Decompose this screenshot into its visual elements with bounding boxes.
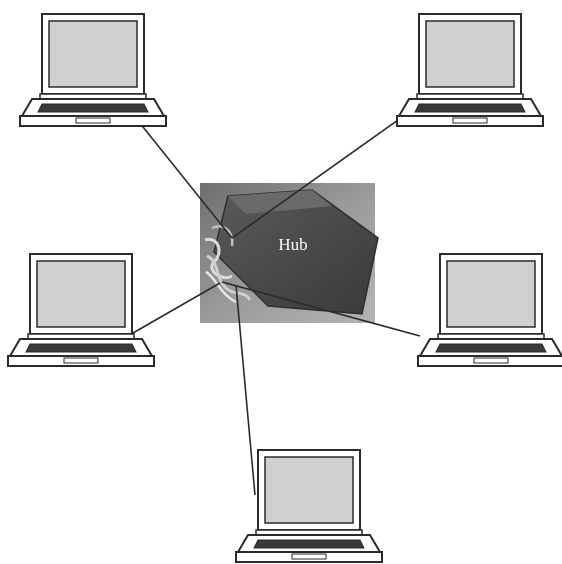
laptop-top-left: [20, 14, 166, 126]
laptop-middle-right: [418, 254, 562, 366]
link-top-left: [135, 117, 232, 238]
laptop-bottom: [236, 450, 382, 562]
laptop-icon: [418, 254, 562, 366]
laptop-top-right: [397, 14, 543, 126]
laptop-icon: [397, 14, 543, 126]
laptop-icon: [20, 14, 166, 126]
laptop-icon: [236, 450, 382, 562]
laptop-middle-left: [8, 254, 154, 366]
laptop-icon: [8, 254, 154, 366]
hub-label: Hub: [278, 235, 307, 254]
